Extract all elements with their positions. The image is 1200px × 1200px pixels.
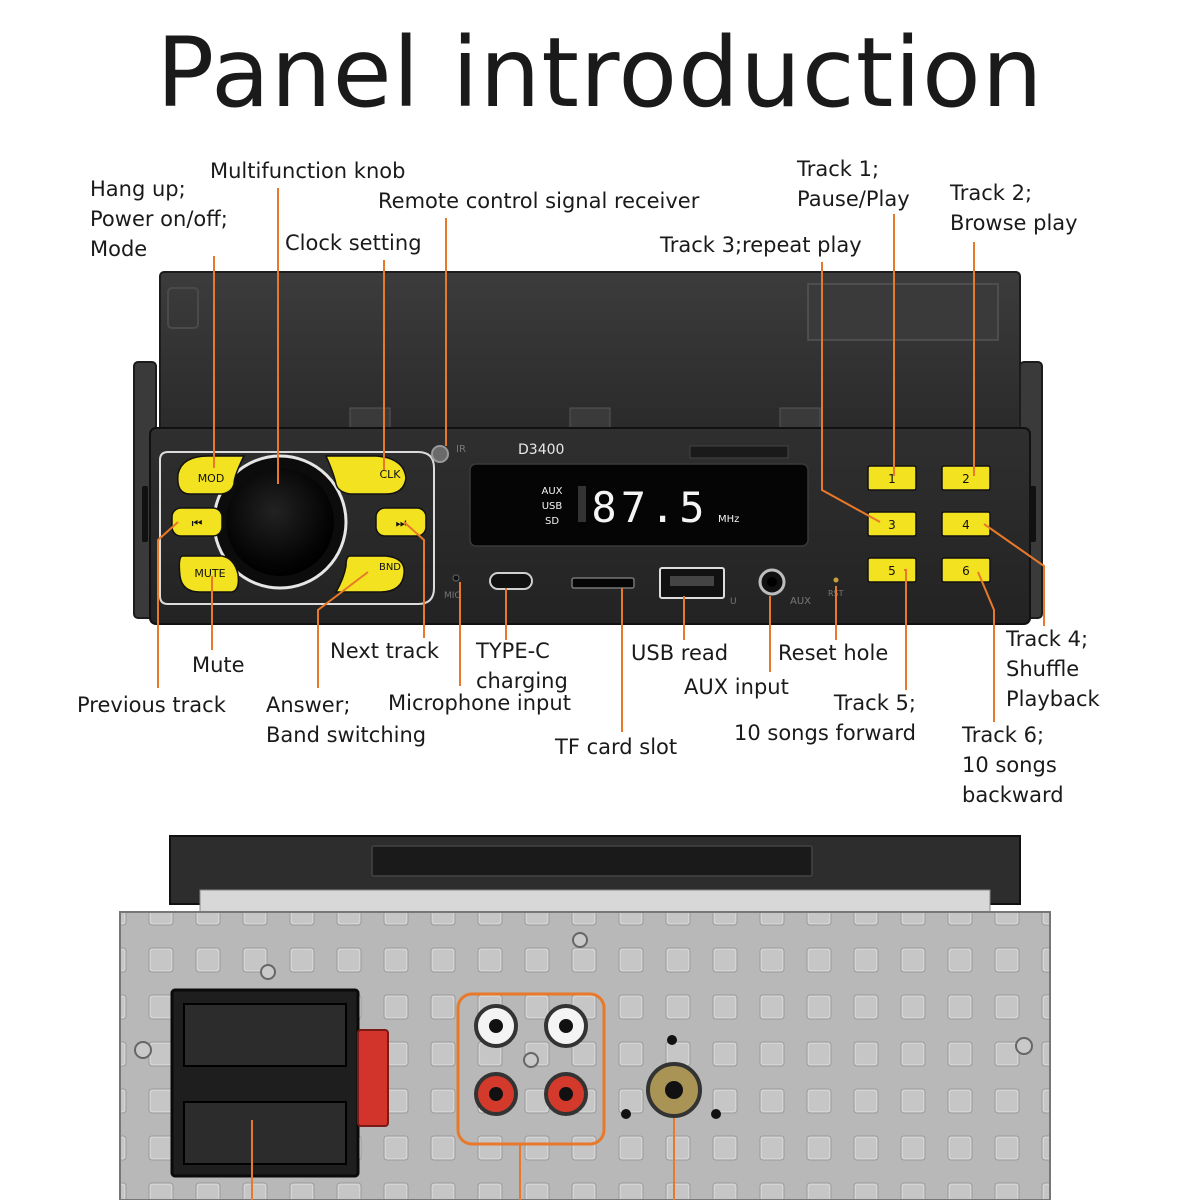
leader-lines — [157, 188, 1045, 732]
preset-label-6: 6 — [962, 564, 970, 578]
mute-button-label: MUTE — [194, 567, 225, 580]
aux-jack-core — [767, 577, 777, 587]
microphone-hole — [452, 574, 460, 582]
label-previous-track: Previous track — [77, 693, 226, 717]
label-mute: Mute — [192, 653, 245, 677]
label-aux-input: AUX input — [684, 675, 789, 699]
lcd-display: AUX USB SD 87.5 MHz — [469, 463, 809, 547]
label-tf-card: TF card slot — [555, 735, 678, 759]
top-slot — [689, 445, 789, 459]
label-track5: Track 5; 10 songs forward — [734, 691, 916, 745]
rear-leader-lines — [251, 1118, 675, 1200]
mod-button[interactable]: MOD — [177, 455, 246, 495]
rca-white-left-pin — [489, 1019, 503, 1033]
iso-wiring-connector — [170, 988, 389, 1178]
label-track1: Track 1; Pause/Play — [797, 157, 910, 211]
preset-button-4[interactable]: 4 — [941, 511, 991, 537]
preset-button-2[interactable]: 2 — [941, 465, 991, 491]
mod-button-label: MOD — [198, 472, 225, 485]
rca-output-group — [456, 992, 606, 1146]
prev-icon: ⏮ — [192, 516, 203, 530]
leader-previous — [157, 521, 179, 688]
next-track-button[interactable]: ⏭ — [375, 507, 427, 537]
lcd-unit: MHz — [718, 514, 739, 525]
reset-hole[interactable] — [833, 577, 839, 583]
label-answer: Answer; Band switching — [266, 693, 427, 747]
lcd-dim-digit — [578, 486, 586, 522]
preset-button-1[interactable]: 1 — [867, 465, 917, 491]
leader-track6 — [977, 571, 995, 722]
label-next-track: Next track — [330, 639, 440, 663]
prev-track-button[interactable]: ⏮ — [171, 507, 223, 537]
leader-next — [403, 521, 425, 638]
preset-label-3: 3 — [888, 518, 896, 532]
panel-left-clip — [142, 486, 148, 542]
lcd-mode-aux: AUX — [541, 486, 562, 497]
antenna-socket-core — [665, 1081, 683, 1099]
tf-card-slot[interactable] — [571, 577, 635, 589]
bnd-button[interactable]: BND — [334, 555, 405, 593]
label-clock-setting: Clock setting — [285, 231, 422, 255]
clk-button-label: CLK — [379, 468, 401, 481]
button-cluster-outline — [159, 451, 435, 605]
panel-right-clip — [1030, 486, 1036, 542]
preset-button-3[interactable]: 3 — [867, 511, 917, 537]
rear-housing — [169, 835, 1021, 913]
rca-red-left-pin — [489, 1087, 503, 1101]
label-hang-up: Hang up; Power on/off; Mode — [90, 177, 228, 261]
mute-button[interactable]: MUTE — [178, 555, 240, 593]
label-track3: Track 3;repeat play — [660, 233, 862, 257]
preset-button-5[interactable]: 5 — [867, 557, 917, 583]
phone-holder-bracket — [159, 271, 1021, 433]
screw-left — [134, 1041, 152, 1059]
label-type-c: TYPE-C charging — [476, 639, 568, 693]
usb-port-tongue — [670, 576, 714, 586]
preset-label-5: 5 — [888, 564, 896, 578]
screw-right — [1015, 1037, 1033, 1055]
preset-label-1: 1 — [888, 472, 896, 486]
fuse — [357, 1029, 389, 1127]
lcd-mode-usb: USB — [542, 501, 563, 512]
bnd-button-label: BND — [379, 562, 401, 573]
page-title: Panel introduction — [156, 17, 1044, 129]
type-c-port[interactable] — [489, 572, 533, 590]
multifunction-knob[interactable] — [212, 454, 348, 590]
preset-label-4: 4 — [962, 518, 970, 532]
label-track4: Track 4; Shuffle Playback — [1006, 627, 1100, 711]
screw-iso — [260, 964, 276, 980]
label-remote-receiver: Remote control signal receiver — [378, 189, 700, 213]
leader-track5 — [904, 569, 907, 690]
usb-mark: U — [730, 597, 737, 607]
label-usb-read: USB read — [631, 641, 729, 665]
rca-screw — [523, 1052, 539, 1068]
preset-button-6[interactable]: 6 — [941, 557, 991, 583]
preset-label-2: 2 — [962, 472, 970, 486]
leader-track3 — [821, 262, 881, 523]
rear-hole-top — [667, 1035, 677, 1045]
ir-receiver — [431, 445, 449, 463]
rca-red-right-pin — [559, 1087, 573, 1101]
leader-answer — [317, 571, 369, 688]
label-track6: Track 6; 10 songs backward — [962, 723, 1064, 807]
next-icon: ⏭ — [396, 516, 407, 530]
lcd-frequency: 87.5 — [591, 483, 708, 532]
label-microphone: Microphone input — [388, 691, 571, 715]
mic-mark: MIC — [444, 591, 461, 601]
rca-white-right-pin — [559, 1019, 573, 1033]
label-multifunction-knob: Multifunction knob — [210, 159, 406, 183]
leader-track4 — [983, 523, 1045, 626]
ir-mark: IR — [456, 444, 466, 455]
label-track2: Track 2; Browse play — [950, 181, 1078, 235]
lcd-mode-sd: SD — [545, 516, 559, 527]
screw-top — [572, 932, 588, 948]
model-name: D3400 — [518, 442, 564, 458]
rear-hole-left — [621, 1109, 631, 1119]
aux-mark: AUX — [790, 596, 811, 607]
label-reset-hole: Reset hole — [778, 641, 889, 665]
clk-button[interactable]: CLK — [324, 455, 407, 495]
rear-hole-right — [711, 1109, 721, 1119]
